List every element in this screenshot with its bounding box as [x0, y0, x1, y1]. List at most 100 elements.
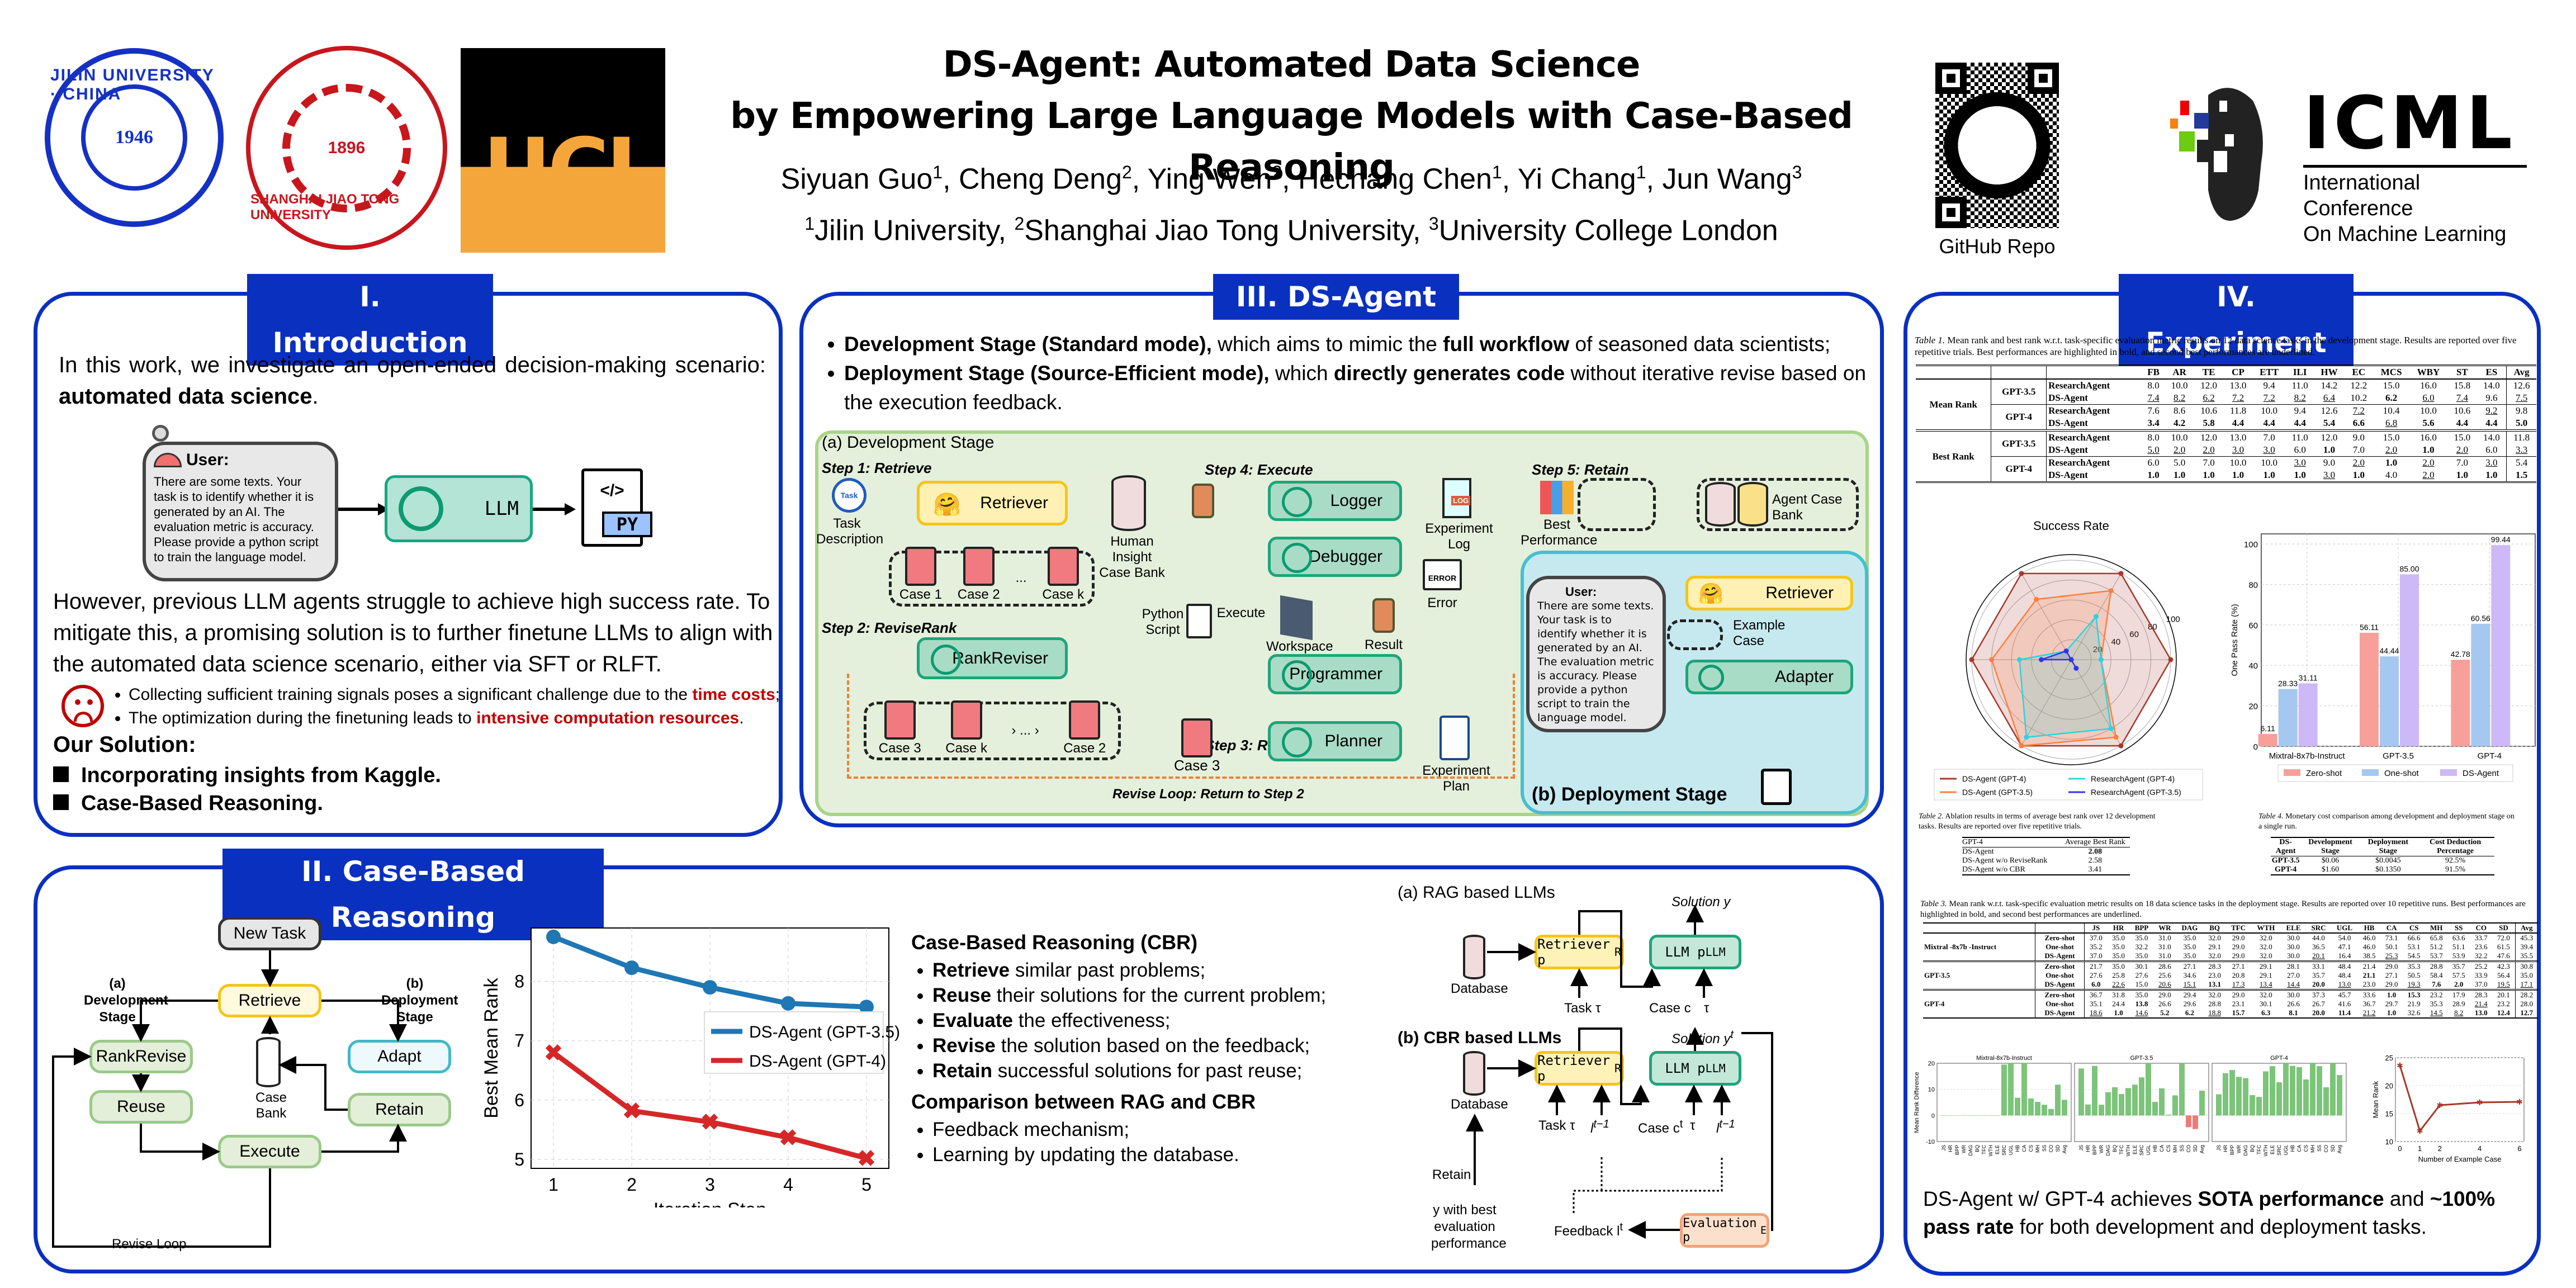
bar: [2021, 1063, 2027, 1116]
y-tick-label: 100: [2244, 540, 2258, 550]
table-cell: 7.6: [2432, 980, 2441, 988]
table-cell: 31.0: [2158, 934, 2171, 942]
plot-area: [2395, 1057, 2525, 1142]
table-cell: GPT-3.5: [1924, 971, 1950, 979]
icml-logo-icon: [2170, 88, 2263, 221]
x-tick-label: 6: [2517, 1144, 2521, 1153]
table-cell: 23.0: [2208, 971, 2221, 979]
table-cell: 33.1: [2312, 962, 2325, 970]
table-cell: DS-Agent: [2034, 980, 2085, 990]
github-qr-code[interactable]: [1934, 61, 2060, 229]
case-item: Case k: [1042, 547, 1084, 603]
table-cell: 35.0: [2135, 934, 2148, 942]
x-axis-label: Iteration Step: [654, 1199, 766, 1208]
table-cell: 9.2: [2485, 405, 2498, 416]
x-tick-label: Mixtral-8x7b-Instruct: [2269, 751, 2346, 761]
bar: [2303, 1079, 2309, 1116]
issue-item: Collecting sufficient training signals p…: [129, 683, 783, 707]
cbr-text-heading: Case-Based Reasoning (CBR): [911, 931, 1198, 954]
y-tick-label: 10: [2385, 1138, 2393, 1146]
cbr-steps-list: Retrieve similar past problems;Reuse the…: [911, 958, 1326, 1083]
introduction-heading: I. Introduction: [247, 274, 493, 366]
table-cell: DS-Agent w/o ReviseRank: [1962, 856, 2048, 865]
table-cell: DS-Agent: [2034, 951, 2085, 962]
table-cell: 12.0: [2321, 432, 2338, 443]
x-tick-label: HR: [1948, 1145, 1953, 1152]
python-script-label: Python Script: [1142, 607, 1184, 637]
table-cell: 29.1: [2208, 943, 2221, 951]
experiment-plan-icon: [1439, 716, 1470, 760]
table-cell: 12.4: [2497, 1008, 2510, 1017]
table-cell: 1.0: [2485, 470, 2498, 480]
x-tick-label: CO: [2323, 1145, 2329, 1153]
x-tick-label: CS: [2166, 1145, 2171, 1152]
bar: [2290, 1066, 2295, 1116]
case-folder-icon: [950, 700, 982, 740]
table-cell: 6.0: [2147, 457, 2160, 468]
x-tick-label: SRC: [2139, 1145, 2144, 1156]
table-cell: DS-Agent: [2048, 418, 2088, 428]
table-cell: WTH: [2257, 924, 2275, 932]
data-point: ✱: [2417, 1126, 2423, 1135]
x-tick-label: Avg: [2337, 1145, 2342, 1153]
table-cell: 12.2: [2350, 380, 2367, 391]
table-cell: 37.3: [2312, 991, 2325, 999]
x-tick-label: 0: [2398, 1144, 2402, 1153]
table-cell: 30.0: [2287, 951, 2300, 960]
data-point: ✱: [2476, 1098, 2483, 1107]
x-tick-label: 3: [705, 1175, 715, 1195]
data-point: [2019, 743, 2024, 749]
table-cell: 35.0: [2515, 971, 2538, 980]
table-cell: 32.0: [2208, 951, 2221, 960]
table-cell: 30.0: [2287, 991, 2300, 999]
table-cell: EC: [2352, 367, 2366, 377]
table-cell: 10.0: [2261, 457, 2277, 468]
table-cell: 28.1: [2287, 962, 2300, 970]
huggingface-emoji-icon: 🤗: [1698, 582, 1723, 605]
experiment-plan-label: Experiment Plan: [1422, 763, 1490, 794]
x-tick-label: JS: [1941, 1145, 1947, 1151]
table-cell: 29.0: [2385, 962, 2398, 970]
x-tick-label: BQ: [1974, 1145, 1980, 1152]
case-folder-icon: [1047, 547, 1079, 586]
planner-node: Planner: [1268, 721, 1402, 761]
table-cell: 32.0: [2259, 991, 2272, 999]
table-cell: HB: [2364, 924, 2375, 932]
title-line-1: DS-Agent: Automated Data Science: [943, 44, 1641, 86]
table-cell: 12.0: [2200, 432, 2217, 443]
table-cell: GPT-4: [1991, 456, 2047, 482]
table-cell: 35.0: [2112, 962, 2125, 970]
x-tick-label: GPT-4: [2478, 751, 2502, 761]
bar: [2179, 1063, 2185, 1116]
cbr-task-label: Task τ: [1538, 1118, 1575, 1133]
case-folder-icon: [963, 547, 995, 586]
table-cell: 1.0: [2387, 1008, 2397, 1017]
intro-llm-label: LLM: [484, 498, 519, 520]
table-cell: 41.6: [2338, 1000, 2351, 1008]
cbr-diagram-title: (b) CBR based LLMs: [1398, 1029, 1562, 1047]
rag-case-label: Case c: [1649, 1001, 1691, 1016]
x-tick-label: BQ: [2112, 1145, 2118, 1152]
finetuning-issues-list: Collecting sufficient training signals p…: [129, 683, 783, 730]
author-block: Siyuan Guo1, Cheng Deng2, Ying Wen2, Hec…: [660, 150, 1923, 253]
comparison-item: Learning by updating the database.: [932, 1142, 1239, 1167]
table-cell: 1.0: [2387, 991, 2397, 999]
cbr-prev-feedback-label-2: lt−1: [1716, 1118, 1735, 1136]
y-tick-label: 5: [514, 1149, 524, 1169]
y-tick-label: 0: [2253, 742, 2258, 752]
table-cell: 8.6: [2174, 405, 2186, 416]
table-cell: 29.1: [2259, 971, 2272, 979]
bar: [2092, 1066, 2097, 1116]
table-cell: 15.1: [2183, 980, 2196, 988]
bar-value-label: 44.44: [2379, 646, 2399, 655]
table-cell: 33.6: [2362, 991, 2376, 999]
jilin-logo-year: 1946: [115, 127, 153, 148]
table-cell: BQ: [2209, 924, 2220, 932]
step4-label: Step 4: Execute: [1205, 461, 1313, 478]
table-cell: 5.0: [2506, 417, 2536, 430]
y-tick-label: 6: [514, 1090, 524, 1110]
